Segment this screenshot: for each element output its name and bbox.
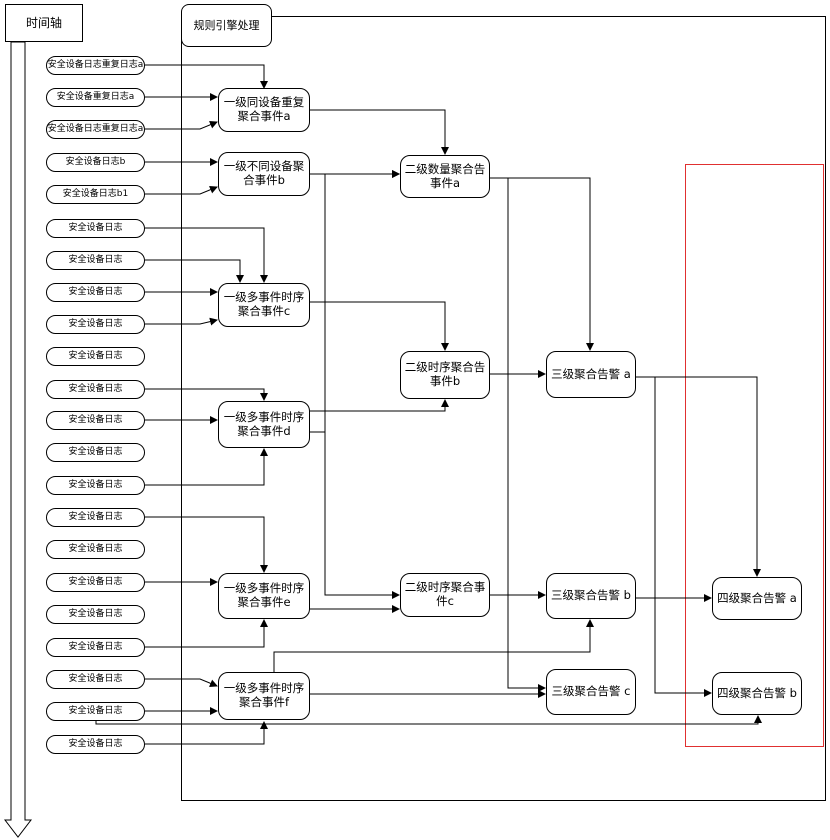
edge (145, 388, 268, 401)
timeline-arrow (3, 41, 33, 838)
edge (490, 177, 594, 351)
log-node: 安全设备日志b (46, 153, 145, 172)
edge (145, 227, 268, 283)
log-node: 安全设备日志 (46, 508, 145, 527)
edge (145, 259, 244, 283)
level2-event-b: 二级时序聚合告事件b (400, 351, 490, 399)
level1-event-b: 一级不同设备聚合事件b (218, 152, 310, 196)
log-node: 安全设备日志 (46, 251, 145, 270)
log-node: 安全设备重复日志a (46, 88, 145, 107)
log-node: 安全设备日志 (46, 476, 145, 495)
edge (310, 170, 400, 433)
log-node: 安全设备日志 (46, 283, 145, 302)
level4-alert-a: 四级聚合告警 a (712, 577, 802, 620)
level3-alert-c: 三级聚合告警 c (546, 669, 636, 715)
level4-highlight-box (685, 164, 824, 747)
edge (324, 432, 400, 599)
level1-event-a: 一级同设备重复 聚合事件a (218, 88, 310, 132)
edge (273, 619, 594, 672)
edge (145, 448, 268, 486)
log-node: 安全设备日志b1 (46, 185, 145, 204)
level4-alert-b: 四级聚合告警 b (712, 672, 802, 715)
log-node: 安全设备日志 (46, 315, 145, 334)
log-node: 安全设备日志 (46, 702, 145, 721)
level1-event-f: 一级多事件时序聚合事件f (218, 672, 310, 720)
log-node: 安全设备日志 (46, 411, 145, 430)
edge (310, 109, 449, 155)
edge (636, 376, 761, 577)
level3-alert-b: 三级聚合告警 b (546, 573, 636, 619)
edge (310, 399, 449, 412)
log-node: 安全设备日志重复日志a (46, 120, 145, 139)
log-node: 安全设备日志 (46, 540, 145, 559)
log-node: 安全设备日志 (46, 573, 145, 592)
log-node: 安全设备日志 (46, 638, 145, 657)
edge (145, 678, 218, 688)
log-node: 安全设备日志 (46, 219, 145, 238)
log-node: 安全设备日志 (46, 605, 145, 624)
log-node: 安全设备日志 (46, 443, 145, 462)
edge (310, 301, 449, 351)
rule-engine-label: 规则引擎处理 (181, 4, 272, 47)
edge (145, 619, 268, 648)
level2-event-a: 二级数量聚合告事件a (400, 155, 490, 198)
log-node: 安全设备日志 (46, 670, 145, 689)
log-node: 安全设备日志 (46, 735, 145, 754)
edge (145, 185, 218, 195)
edge (507, 178, 546, 692)
log-node: 安全设备日志重复日志a (46, 56, 145, 75)
edge (145, 721, 268, 745)
edge (654, 377, 712, 697)
level1-event-c: 一级多事件时序聚合事件c (218, 283, 310, 327)
log-node: 安全设备日志 (46, 380, 145, 399)
edge (145, 64, 268, 89)
edge (145, 516, 268, 573)
timeline-label: 时间轴 (5, 4, 83, 42)
level1-event-d: 一级多事件时序聚合事件d (218, 401, 310, 448)
edge (145, 317, 218, 326)
rule-engine-frame (181, 16, 826, 801)
level2-event-c: 二级时序聚合事件c (400, 573, 490, 617)
edge (95, 715, 762, 725)
level1-event-e: 一级多事件时序聚合事件e (218, 573, 310, 619)
level3-alert-a: 三级聚合告警 a (546, 351, 636, 398)
edge (145, 120, 218, 130)
log-node: 安全设备日志 (46, 347, 145, 366)
